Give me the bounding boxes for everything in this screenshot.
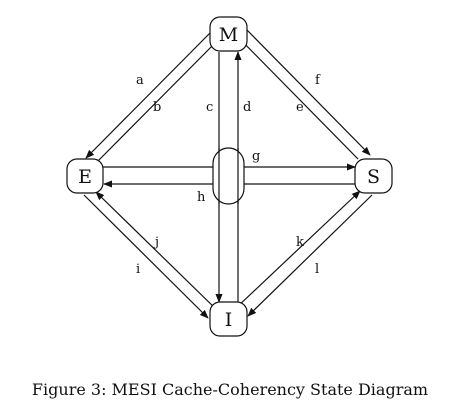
edge-a-m-to-e	[85, 31, 212, 159]
transition-label-c: c	[206, 100, 213, 115]
transition-label-f: f	[315, 73, 321, 88]
transition-label-b: b	[153, 100, 161, 115]
edge-e-s-to-m	[235, 34, 359, 160]
transition-label-e: e	[296, 100, 304, 115]
state-m-box	[209, 16, 248, 52]
edge-l-s-to-i	[247, 194, 373, 317]
state-m-label: M	[219, 24, 238, 46]
transition-label-i: i	[136, 262, 140, 277]
state-i-label: I	[225, 309, 233, 331]
transition-label-g: g	[252, 149, 260, 164]
state-s-label: S	[367, 166, 380, 188]
edge-i-e-to-i	[83, 194, 209, 319]
edge-j-i-to-e	[95, 191, 221, 314]
edge-k-i-to-s	[235, 190, 361, 309]
state-s-box	[354, 158, 393, 194]
transition-label-d: d	[243, 100, 251, 115]
figure-caption: Figure 3: MESI Cache-Coherency State Dia…	[31, 380, 429, 399]
state-e-label: E	[78, 166, 92, 188]
state-i-box	[209, 301, 248, 337]
crossover-junction	[212, 147, 245, 205]
edge-b-e-to-m	[96, 35, 223, 163]
transition-label-a: a	[136, 73, 144, 88]
edge-f-m-to-s	[246, 29, 371, 156]
transition-label-h: h	[197, 190, 206, 205]
transition-label-l: l	[315, 262, 319, 277]
transition-label-j: j	[153, 235, 159, 250]
state-e-box	[66, 158, 104, 194]
transition-label-k: k	[296, 235, 304, 250]
